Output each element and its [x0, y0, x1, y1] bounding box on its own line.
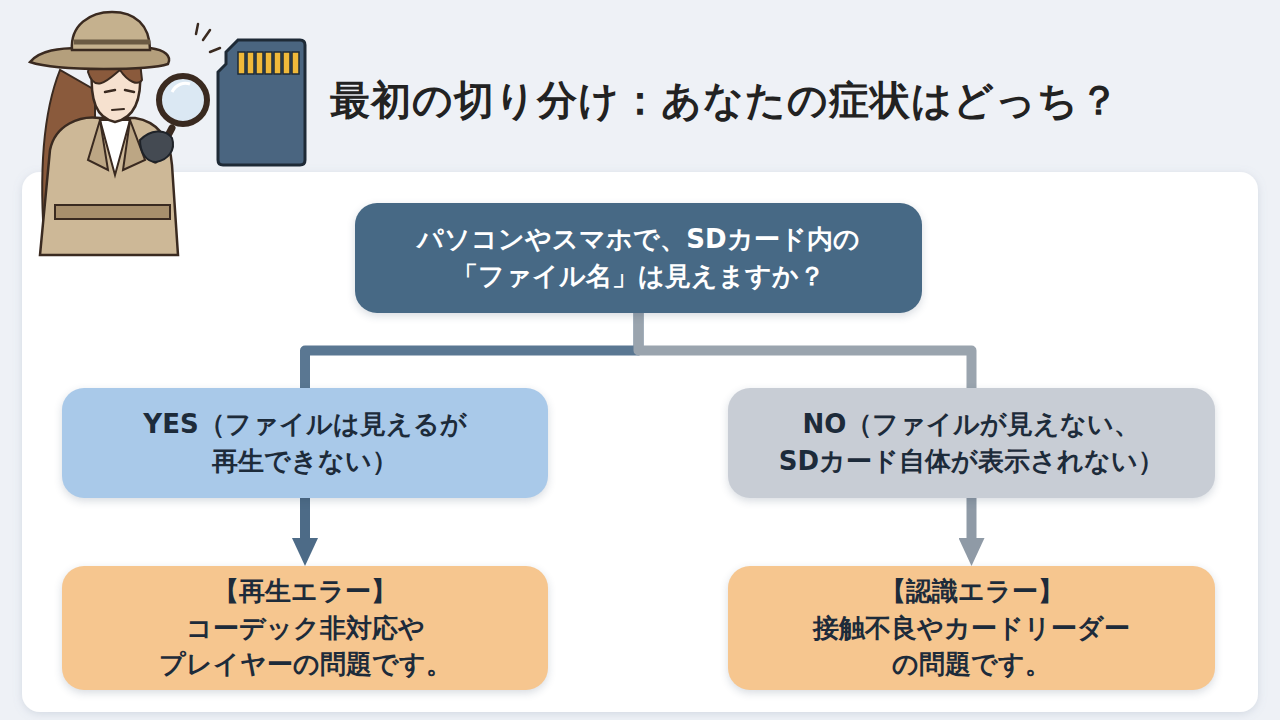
answer-box: YES（ファイルは見えるが 再生できない）: [62, 388, 548, 498]
answer-box: NO（ファイルが見えない、 SDカード自体が表示されない）: [728, 388, 1215, 498]
branch-line: [305, 313, 639, 388]
node-label: YES（ファイルは見えるが 再生できない）: [85, 406, 525, 480]
branch-line: [639, 313, 972, 388]
node-body: 接触不良やカードリーダー の問題です。: [752, 610, 1192, 684]
sd-card-icon: [218, 40, 305, 165]
node-label: NO（ファイルが見えない、 SDカード自体が表示されない）: [752, 406, 1192, 480]
flow-arrow: [967, 498, 977, 546]
node-label: パソコンやスマホで、SDカード内の 「ファイル名」は見えますか？: [389, 221, 889, 295]
detective-illustration: [30, 12, 220, 255]
node-body: コーデック非対応や プレイヤーの問題です。: [85, 610, 525, 684]
content-panel: [22, 172, 1258, 712]
decision-box: パソコンやスマホで、SDカード内の 「ファイル名」は見えますか？: [355, 203, 922, 313]
flow-arrow: [300, 498, 310, 546]
page-title: 最初の切り分け：あなたの症状はどっち？: [330, 70, 1250, 130]
result-box: 【再生エラー】コーデック非対応や プレイヤーの問題です。: [62, 566, 548, 690]
node-label: 【認識エラー】: [880, 573, 1064, 610]
node-label: 【再生エラー】: [213, 573, 397, 610]
result-box: 【認識エラー】接触不良やカードリーダー の問題です。: [728, 566, 1215, 690]
